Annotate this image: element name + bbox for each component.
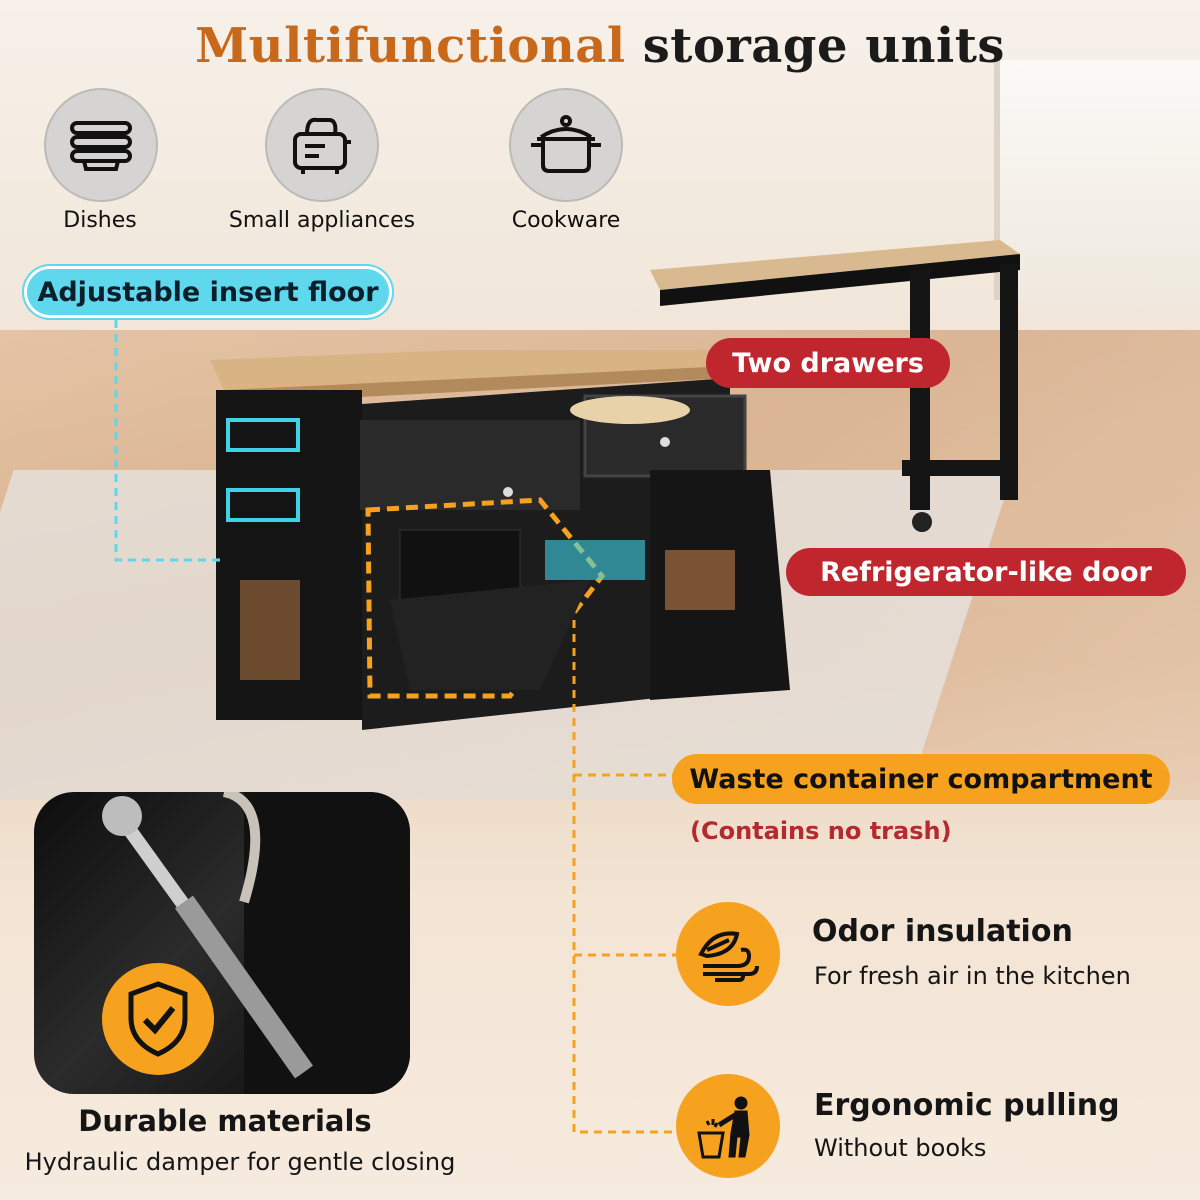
shield-check-icon bbox=[102, 963, 214, 1075]
storage-item-cookware: Cookware bbox=[500, 88, 632, 233]
storage-item-small-appliances: Small appliances bbox=[222, 88, 422, 233]
cookware-label: Cookware bbox=[511, 208, 621, 233]
kitchen-island-cabinet bbox=[210, 350, 790, 730]
durable-materials-title: Durable materials bbox=[78, 1104, 372, 1138]
ergonomic-pulling-subtitle: Without books bbox=[814, 1134, 987, 1162]
durable-materials-subtitle: Hydraulic damper for gentle closing bbox=[24, 1148, 456, 1176]
odor-icon bbox=[676, 902, 780, 1006]
table-extension bbox=[650, 240, 1020, 532]
storage-item-dishes: Dishes bbox=[44, 88, 158, 233]
ergonomic-pulling-title: Ergonomic pulling bbox=[814, 1088, 1120, 1123]
page-title: Multifunctional storage units bbox=[0, 18, 1200, 74]
dishes-label: Dishes bbox=[63, 208, 137, 233]
title-highlight: Multifunctional bbox=[195, 18, 626, 74]
window bbox=[994, 60, 1200, 300]
trash-person-icon bbox=[676, 1074, 780, 1178]
two-drawers-callout: Two drawers bbox=[706, 338, 950, 388]
odor-insulation-subtitle: For fresh air in the kitchen bbox=[814, 962, 1131, 990]
pot-icon bbox=[509, 88, 623, 202]
hydraulic-damper-photo bbox=[34, 792, 410, 1094]
toaster-icon bbox=[265, 88, 379, 202]
small-appliances-label: Small appliances bbox=[228, 208, 416, 233]
title-rest: storage units bbox=[642, 18, 1005, 74]
waste-compartment-callout: Waste container compartment bbox=[672, 754, 1170, 804]
adjustable-insert-floor-callout: Adjustable insert floor bbox=[24, 266, 392, 318]
odor-insulation-title: Odor insulation bbox=[812, 914, 1073, 949]
dishes-icon bbox=[44, 88, 158, 202]
refrigerator-door-callout: Refrigerator-like door bbox=[786, 548, 1186, 596]
waste-note: (Contains no trash) bbox=[690, 817, 952, 845]
